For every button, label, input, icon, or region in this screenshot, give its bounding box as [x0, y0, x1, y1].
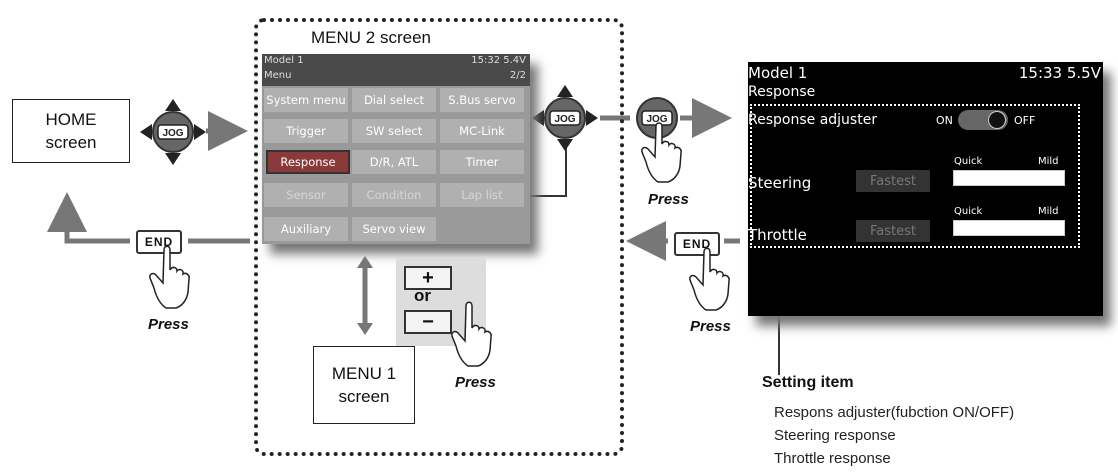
press-label: Press: [690, 318, 731, 335]
menu-item-dial-select[interactable]: Dial select: [352, 88, 436, 112]
setting-item-2: Steering response: [774, 427, 896, 444]
jog-dial-icon: JOG: [532, 85, 598, 151]
menu-item-condition[interactable]: Condition: [352, 183, 436, 207]
throttle-quick-label: Quick: [954, 206, 983, 217]
rs-title: Response: [748, 84, 816, 100]
menu-item-trigger[interactable]: Trigger: [264, 119, 348, 143]
menu-item-sbus-servo[interactable]: S.Bus servo: [440, 88, 524, 112]
svg-text:JOG: JOG: [554, 114, 575, 125]
svg-text:JOG: JOG: [646, 114, 667, 125]
press-label: Press: [455, 374, 496, 391]
on-off-toggle[interactable]: [958, 110, 1008, 130]
hand-press-icon: [149, 245, 190, 309]
rs-time: 15:33 5.5V: [1018, 64, 1101, 82]
menu-item-timer[interactable]: Timer: [440, 150, 524, 174]
menu1-screen-box: MENU 1 screen: [313, 346, 415, 424]
rs-off-label: OFF: [1014, 114, 1036, 127]
setting-item-title: Setting item: [762, 374, 854, 391]
jog-dial-icon: JOG: [140, 99, 206, 165]
hand-press-icon: [689, 247, 730, 311]
press-label: Press: [148, 316, 189, 333]
steering-response-bar[interactable]: [953, 170, 1065, 186]
menu-item-mc-link[interactable]: MC-Link: [440, 119, 524, 143]
menu2-screen: Model 1 15:32 5.4V Menu 2/2 System menu …: [262, 54, 530, 244]
menu-item-lap-list[interactable]: Lap list: [440, 183, 524, 207]
plus-button-icon: +: [404, 266, 452, 290]
menu2-frame: [254, 18, 624, 456]
setting-item-3: Throttle response: [774, 450, 891, 467]
end-button-icon: END: [674, 232, 720, 256]
jog-press-icon: JOG: [636, 97, 682, 183]
response-screen: Model 1 15:33 5.5V Response Response adj…: [748, 62, 1103, 316]
rs-adjuster-label: Response adjuster: [748, 112, 878, 128]
throttle-response-bar[interactable]: [953, 220, 1065, 236]
menu-item-servo-view[interactable]: Servo view: [352, 217, 436, 241]
hand-press-icon: [451, 301, 492, 367]
press-label: Press: [648, 191, 689, 208]
menu-item-sensor[interactable]: Sensor: [264, 183, 348, 207]
setting-item-1: Respons adjuster(fubction ON/OFF): [774, 404, 1015, 421]
throttle-mild-label: Mild: [1038, 206, 1059, 217]
throttle-fastest-button[interactable]: Fastest: [856, 220, 930, 242]
steering-quick-label: Quick: [954, 156, 983, 167]
rs-model: Model 1: [748, 64, 808, 82]
rs-steering-label: Steering: [748, 174, 812, 192]
toggle-knob: [988, 111, 1006, 129]
rs-throttle-label: Throttle: [748, 226, 807, 244]
menu2-header: Model 1 15:32 5.4V Menu 2/2: [262, 54, 530, 86]
setting-area-outline: [750, 104, 1080, 248]
menu-item-response[interactable]: Response: [266, 150, 350, 174]
minus-button-icon: −: [404, 310, 452, 334]
svg-text:JOG: JOG: [162, 128, 183, 139]
menu-item-auxiliary[interactable]: Auxiliary: [264, 217, 348, 241]
menu2-title: MENU 2 screen: [311, 28, 431, 47]
menu-item-system-menu[interactable]: System menu: [264, 88, 348, 112]
steering-fastest-button[interactable]: Fastest: [856, 170, 930, 192]
or-label: or: [414, 286, 431, 305]
home-screen-box: HOME screen: [12, 99, 130, 163]
rs-on-label: ON: [936, 114, 953, 127]
steering-mild-label: Mild: [1038, 156, 1059, 167]
end-button-icon: END: [136, 230, 182, 254]
menu-item-sw-select[interactable]: SW select: [352, 119, 436, 143]
menu-item-dr-atl[interactable]: D/R, ATL: [352, 150, 436, 174]
